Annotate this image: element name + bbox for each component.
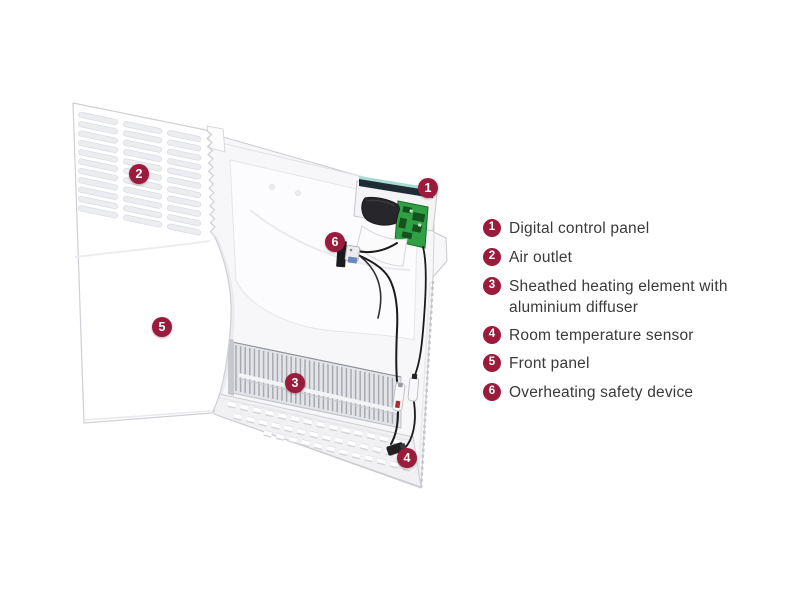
legend-badge-1: 1	[483, 219, 501, 237]
element-terminal-right	[407, 373, 420, 402]
legend-label: Sheathed heating element with aluminium …	[509, 278, 728, 316]
legend-label: Room temperature sensor	[509, 327, 694, 344]
diagram-marker-4: 4	[397, 448, 417, 468]
pcb-circuit-board	[394, 200, 429, 249]
front-panel	[72, 102, 232, 424]
legend-item-heating-element: 3 Sheathed heating element with aluminiu…	[483, 276, 741, 318]
legend-label: Overheating safety device	[509, 384, 694, 401]
diagram-marker-6: 6	[325, 232, 345, 252]
diagram-marker-5: 5	[152, 317, 172, 337]
legend-item-overheating-safety-device: 6 Overheating safety device	[483, 382, 693, 403]
control-display-front	[359, 179, 433, 198]
legend-label: Digital control panel	[509, 220, 650, 237]
legend-item-digital-control-panel: 1 Digital control panel	[483, 218, 649, 239]
control-housing	[356, 196, 408, 267]
legend-badge-4: 4	[483, 326, 501, 344]
legend-item-front-panel: 5 Front panel	[483, 353, 590, 374]
air-outlet-grille	[78, 111, 202, 236]
legend-badge-3: 3	[483, 277, 501, 295]
diagram-marker-3: 3	[285, 373, 305, 393]
legend-item-room-temperature-sensor: 4 Room temperature sensor	[483, 325, 694, 346]
element-terminal-left	[392, 382, 406, 412]
control-display-top	[359, 176, 433, 191]
legend-item-air-outlet: 2 Air outlet	[483, 247, 572, 268]
legend-label: Air outlet	[509, 249, 573, 266]
legend-badge-6: 6	[483, 383, 501, 401]
diagram-marker-2: 2	[129, 164, 149, 184]
legend-badge-2: 2	[483, 248, 501, 266]
heating-element	[228, 338, 402, 429]
wiring	[356, 242, 427, 450]
legend-badge-5: 5	[483, 354, 501, 372]
legend-label: Front panel	[509, 355, 590, 372]
diagram-marker-1: 1	[418, 178, 438, 198]
